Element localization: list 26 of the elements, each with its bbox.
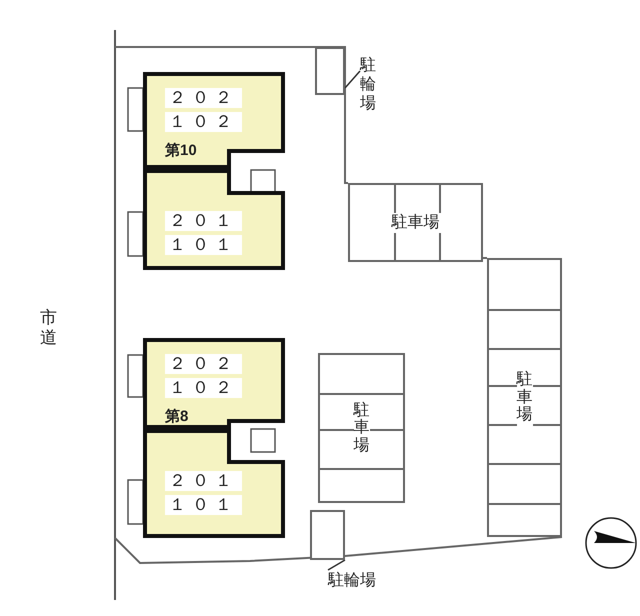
leader-line (344, 70, 361, 88)
apartment-unit (143, 338, 285, 429)
parking-label: 駐車場 (516, 369, 532, 426)
leader-line (328, 559, 346, 571)
bicycle-parking-box (310, 510, 345, 560)
building-label: 第8 (165, 408, 188, 426)
parking-lot (318, 353, 405, 503)
bicycle-parking-label: 駐輪場 (360, 56, 376, 114)
unit-number: １０２ (165, 378, 242, 398)
parking-label: 駐車場 (390, 212, 442, 232)
unit-number: １０１ (165, 235, 242, 255)
building-label: 第10 (165, 142, 197, 160)
road-label: 市道 (40, 308, 57, 349)
unit-number: １０１ (165, 495, 242, 515)
unit-number: ２０２ (165, 88, 242, 108)
unit-number: ２０２ (165, 354, 242, 374)
parking-lot (487, 258, 562, 537)
bicycle-parking-box (315, 47, 345, 95)
apartment-unit (143, 72, 285, 169)
apartment-unit (143, 429, 285, 538)
apartment-unit (143, 169, 285, 270)
unit-number: ２０１ (165, 211, 242, 231)
bicycle-parking-label: 駐輪場 (328, 570, 377, 591)
parking-lot (348, 183, 483, 262)
unit-number: ２０１ (165, 471, 242, 491)
unit-number: １０２ (165, 112, 242, 132)
